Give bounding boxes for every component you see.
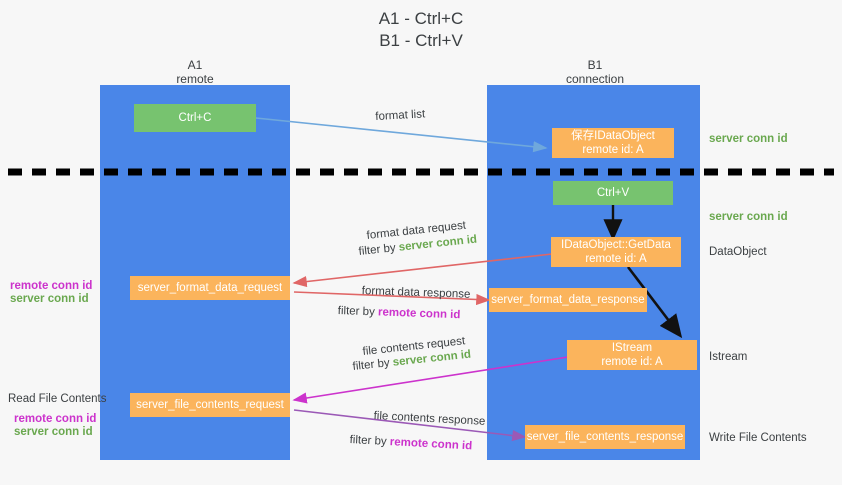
node-server-file-contents-response[interactable]: server_file_contents_response bbox=[525, 425, 685, 449]
edge-label-file-contents-response-filter: filter by remote conn id bbox=[349, 433, 472, 454]
edge-label-file-contents-response: file contents response bbox=[373, 409, 486, 428]
title-line-2: B1 - Ctrl+V bbox=[379, 31, 463, 50]
edge-label-format-data-response: format data response bbox=[361, 284, 471, 301]
column-header-b1-name: B1 bbox=[587, 58, 603, 72]
filter-prefix: filter by bbox=[349, 433, 391, 449]
annotation-remote-conn-id-1: remote conn id bbox=[10, 280, 93, 292]
node-save-idataobject-sublabel: remote id: A bbox=[582, 144, 644, 156]
filter-prefix: filter by bbox=[358, 241, 400, 258]
annotation-remote-conn-id-2: remote conn id bbox=[14, 413, 97, 425]
edge-label-format-data-response-filter: filter by remote conn id bbox=[337, 304, 461, 323]
node-idataobject-getdata-sublabel: remote id: A bbox=[585, 253, 647, 265]
node-server-file-contents-request[interactable]: server_file_contents_request bbox=[130, 393, 290, 417]
node-server-format-data-request-label: server_format_data_request bbox=[137, 282, 283, 294]
node-idataobject-getdata[interactable]: IDataObject::GetData remote id: A bbox=[551, 237, 681, 267]
title-line-1: A1 - Ctrl+C bbox=[378, 9, 464, 28]
node-istream[interactable]: IStream remote id: A bbox=[567, 340, 697, 370]
node-server-format-data-response[interactable]: server_format_data_response bbox=[489, 288, 647, 312]
annotation-server-conn-id-2: server conn id bbox=[14, 426, 93, 438]
filter-prefix: filter by bbox=[352, 356, 394, 373]
node-ctrl-v-label: Ctrl+V bbox=[596, 187, 630, 199]
filter-prefix: filter by bbox=[337, 304, 379, 319]
filter-value-remote-conn-id: remote conn id bbox=[389, 436, 473, 453]
column-header-b1: B1 connection bbox=[530, 58, 660, 86]
column-header-b1-sub: connection bbox=[565, 72, 625, 86]
node-server-format-data-response-label: server_format_data_response bbox=[491, 294, 645, 306]
column-header-a1-name: A1 bbox=[187, 58, 203, 72]
node-istream-sublabel: remote id: A bbox=[601, 356, 663, 368]
node-idataobject-getdata-label: IDataObject::GetData bbox=[561, 239, 671, 251]
node-ctrl-v[interactable]: Ctrl+V bbox=[553, 181, 673, 205]
node-save-idataobject[interactable]: 保存IDataObject remote id: A bbox=[552, 128, 674, 158]
filter-value-remote-conn-id: remote conn id bbox=[377, 306, 461, 322]
node-server-file-contents-response-label: server_file_contents_response bbox=[526, 431, 684, 443]
column-header-a1: A1 remote bbox=[130, 58, 260, 86]
node-ctrl-c-label: Ctrl+C bbox=[178, 112, 212, 124]
node-save-idataobject-label: 保存IDataObject bbox=[571, 130, 655, 142]
annotation-dataobject: DataObject bbox=[709, 246, 767, 258]
node-istream-label: IStream bbox=[611, 342, 653, 354]
page-title: A1 - Ctrl+C B1 - Ctrl+V bbox=[0, 8, 842, 52]
annotation-server-conn-id-top: server conn id bbox=[709, 133, 788, 145]
annotation-istream: Istream bbox=[709, 351, 748, 363]
annotation-server-conn-id-1: server conn id bbox=[10, 293, 89, 305]
node-server-format-data-request[interactable]: server_format_data_request bbox=[130, 276, 290, 300]
annotation-server-conn-id-mid: server conn id bbox=[709, 211, 788, 223]
annotation-read-file-contents: Read File Contents bbox=[8, 393, 107, 405]
node-ctrl-c[interactable]: Ctrl+C bbox=[134, 104, 256, 132]
edge-label-format-list: format list bbox=[375, 108, 426, 123]
annotation-write-file-contents: Write File Contents bbox=[709, 432, 807, 444]
column-header-a1-sub: remote bbox=[176, 72, 214, 86]
node-server-file-contents-request-label: server_file_contents_request bbox=[136, 399, 284, 411]
